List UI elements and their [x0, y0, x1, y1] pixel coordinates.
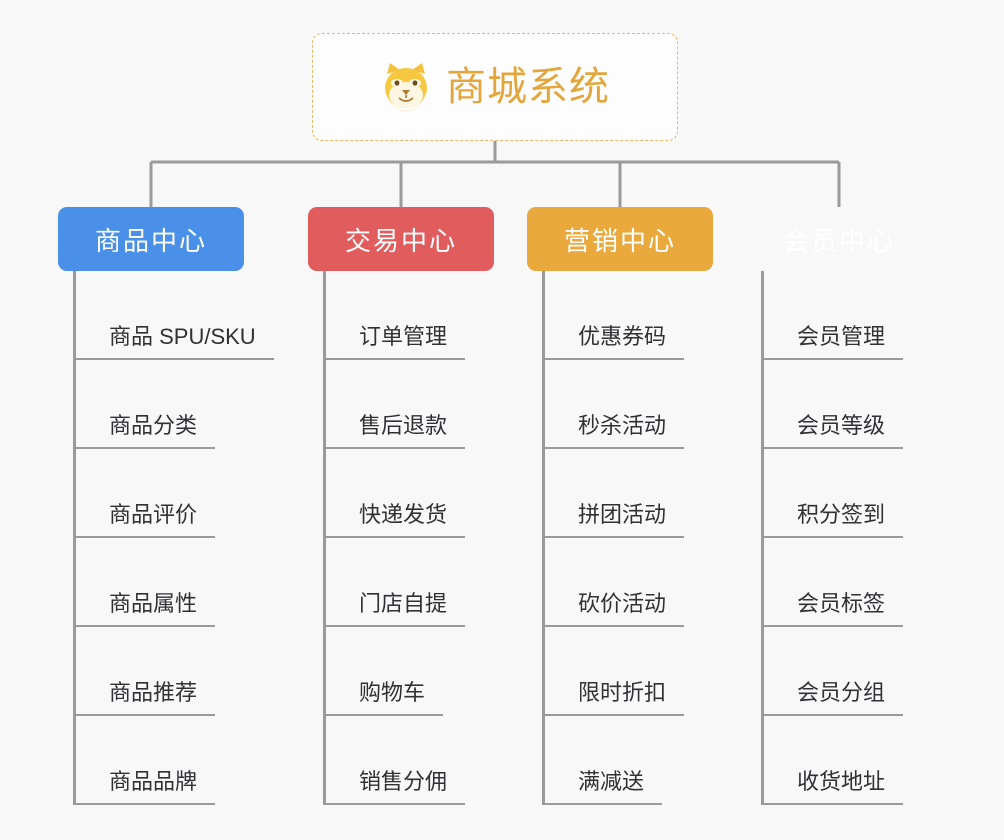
- leaf-item-label: 商品 SPU/SKU: [73, 324, 274, 360]
- leaf-item-label: 门店自提: [323, 591, 466, 627]
- leaf-item[interactable]: 收货地址: [761, 716, 904, 805]
- leaf-item[interactable]: 砍价活动: [542, 538, 685, 627]
- leaf-item[interactable]: 秒杀活动: [542, 360, 685, 449]
- branch-header[interactable]: 会员中心: [746, 207, 932, 271]
- branch-leaf-list: 订单管理售后退款快递发货门店自提购物车销售分佣: [323, 271, 466, 805]
- leaf-item-label: 会员标签: [761, 591, 904, 627]
- root-node[interactable]: 商城系统: [312, 33, 678, 141]
- branch-header-label: 营销中心: [563, 225, 676, 256]
- branch-trunk-line: [73, 271, 76, 805]
- leaf-item-label: 商品属性: [73, 591, 216, 627]
- leaf-item-label: 砍价活动: [542, 591, 685, 627]
- branch-leaf-list: 商品 SPU/SKU 商品分类商品评价商品属性商品推荐商品品牌: [73, 271, 274, 805]
- branch-header[interactable]: 营销中心: [527, 207, 713, 271]
- leaf-item-label: 满减送: [542, 769, 663, 805]
- leaf-item-label: 销售分佣: [323, 769, 466, 805]
- branch-trunk-line: [542, 271, 545, 805]
- leaf-item-label: 优惠券码: [542, 324, 685, 360]
- leaf-item[interactable]: 优惠券码: [542, 271, 685, 360]
- branch-column: 交易中心订单管理售后退款快递发货门店自提购物车销售分佣: [308, 207, 494, 805]
- branch-header-label: 交易中心: [344, 225, 457, 256]
- leaf-item-label: 商品品牌: [73, 769, 216, 805]
- leaf-item[interactable]: 订单管理: [323, 271, 466, 360]
- branch-header-label: 商品中心: [94, 225, 207, 256]
- leaf-item-label: 售后退款: [323, 413, 466, 449]
- leaf-item-label: 商品评价: [73, 502, 216, 538]
- leaf-item-label: 快递发货: [323, 502, 466, 538]
- leaf-item[interactable]: 商品属性: [73, 538, 274, 627]
- leaf-item[interactable]: 拼团活动: [542, 449, 685, 538]
- leaf-item[interactable]: 商品评价: [73, 449, 274, 538]
- leaf-item[interactable]: 商品分类: [73, 360, 274, 449]
- branch-column: 商品中心商品 SPU/SKU 商品分类商品评价商品属性商品推荐商品品牌: [58, 207, 274, 805]
- leaf-item[interactable]: 销售分佣: [323, 716, 466, 805]
- leaf-item[interactable]: 售后退款: [323, 360, 466, 449]
- branch-header[interactable]: 商品中心: [58, 207, 244, 271]
- leaf-item-label: 购物车: [323, 680, 444, 716]
- leaf-item[interactable]: 会员分组: [761, 627, 904, 716]
- leaf-item-label: 商品推荐: [73, 680, 216, 716]
- leaf-item-label: 商品分类: [73, 413, 216, 449]
- leaf-item[interactable]: 限时折扣: [542, 627, 685, 716]
- leaf-item-label: 秒杀活动: [542, 413, 685, 449]
- root-title: 商城系统: [446, 65, 610, 109]
- leaf-item-label: 拼团活动: [542, 502, 685, 538]
- branch-leaf-list: 会员管理会员等级积分签到会员标签会员分组收货地址: [761, 271, 904, 805]
- shiba-dog-face-icon: [380, 61, 432, 113]
- branch-column: 会员中心会员管理会员等级积分签到会员标签会员分组收货地址: [746, 207, 932, 805]
- leaf-item[interactable]: 满减送: [542, 716, 684, 805]
- branch-leaf-list: 优惠券码秒杀活动拼团活动砍价活动限时折扣满减送: [542, 271, 685, 805]
- leaf-item[interactable]: 商品 SPU/SKU: [73, 271, 274, 360]
- leaf-item-label: 收货地址: [761, 769, 904, 805]
- branch-column: 营销中心优惠券码秒杀活动拼团活动砍价活动限时折扣满减送: [527, 207, 713, 805]
- leaf-item[interactable]: 商品品牌: [73, 716, 274, 805]
- leaf-item[interactable]: 购物车: [323, 627, 465, 716]
- leaf-item-label: 会员等级: [761, 413, 904, 449]
- leaf-item[interactable]: 会员等级: [761, 360, 904, 449]
- branch-header[interactable]: 交易中心: [308, 207, 494, 271]
- leaf-item[interactable]: 门店自提: [323, 538, 466, 627]
- leaf-item[interactable]: 快递发货: [323, 449, 466, 538]
- leaf-item-label: 会员分组: [761, 680, 904, 716]
- leaf-item-label: 会员管理: [761, 324, 904, 360]
- branch-header-label: 会员中心: [782, 225, 895, 256]
- branch-trunk-line: [761, 271, 764, 805]
- leaf-item-label: 限时折扣: [542, 680, 685, 716]
- branch-trunk-line: [323, 271, 326, 805]
- leaf-item[interactable]: 会员管理: [761, 271, 904, 360]
- leaf-item-label: 订单管理: [323, 324, 466, 360]
- leaf-item[interactable]: 积分签到: [761, 449, 904, 538]
- leaf-item[interactable]: 会员标签: [761, 538, 904, 627]
- leaf-item-label: 积分签到: [761, 502, 904, 538]
- leaf-item[interactable]: 商品推荐: [73, 627, 274, 716]
